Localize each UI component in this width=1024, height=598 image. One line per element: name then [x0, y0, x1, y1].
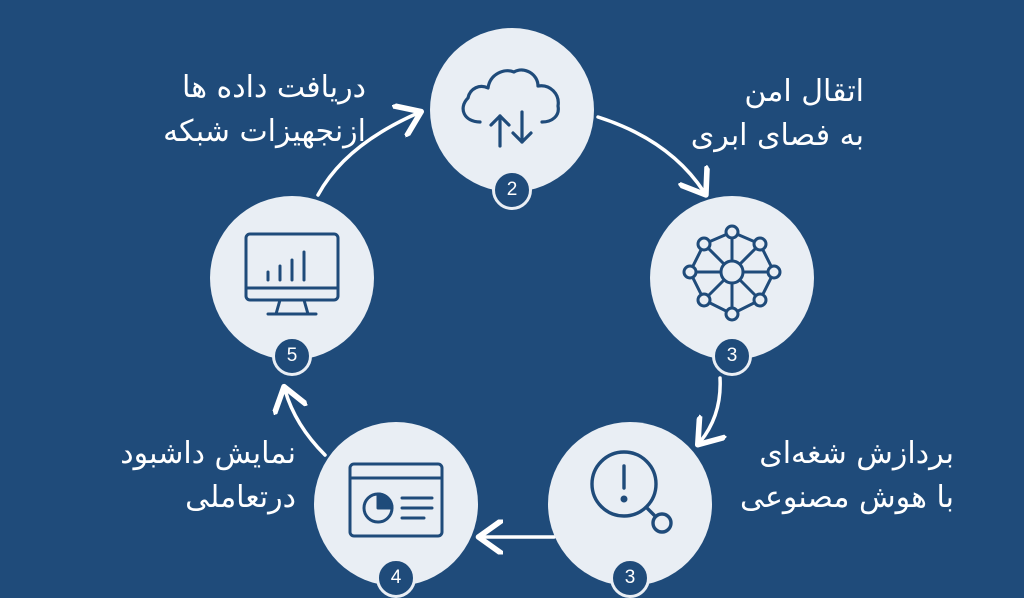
step-node-dashboard: 4: [314, 422, 478, 598]
step-badge: 3: [712, 336, 752, 376]
step-label-line: بردازش شغه‌ای: [759, 436, 954, 471]
step-label-line: با هوش مصنوعی: [739, 480, 954, 515]
step-label-line: نمایش داشبود: [120, 436, 296, 471]
step-label-dashboard: نمایش داشبود درتعاملی: [120, 432, 296, 520]
alert-search-icon: [590, 450, 673, 534]
step-label-secure-transfer: اتقال امن به فصای ابری: [691, 70, 864, 158]
step-label-line: ازنجهیزات شبکه: [163, 114, 366, 149]
cycle-arrows: [0, 0, 1024, 576]
step-node-network: 3: [650, 196, 814, 376]
step-label-line: به فصای ابری: [690, 118, 864, 153]
neural-network-icon: [682, 224, 782, 322]
step-node-cloud: 2: [430, 28, 594, 210]
step-label-line: درتعاملی: [185, 480, 296, 515]
step-label-ai-processing: بردازش شغه‌ای با هوش مصنوعی: [740, 432, 954, 520]
step-badge: 4: [376, 558, 416, 598]
step-node-monitor: 5: [210, 196, 374, 376]
dashboard-window-icon: [348, 462, 444, 538]
arrow-4-to-5: [285, 390, 327, 457]
step-badge: 2: [492, 170, 532, 210]
step-label-line: اتقال امن: [744, 74, 864, 109]
arrow-5-to-2: [316, 113, 418, 197]
cloud-upload-download-icon: [461, 68, 560, 148]
arrow-3-to-3b: [700, 376, 720, 442]
step-label-line: دریافت داده ها: [182, 70, 366, 105]
step-badge: 3: [610, 558, 650, 598]
monitor-bar-chart-icon: [244, 232, 340, 316]
step-label-data-collection: دریافت داده ها ازنجهیزات شبکه: [163, 66, 366, 154]
arrow-2-to-3: [596, 115, 704, 192]
step-badge: 5: [272, 336, 312, 376]
step-node-alert-search: 3: [548, 422, 712, 598]
